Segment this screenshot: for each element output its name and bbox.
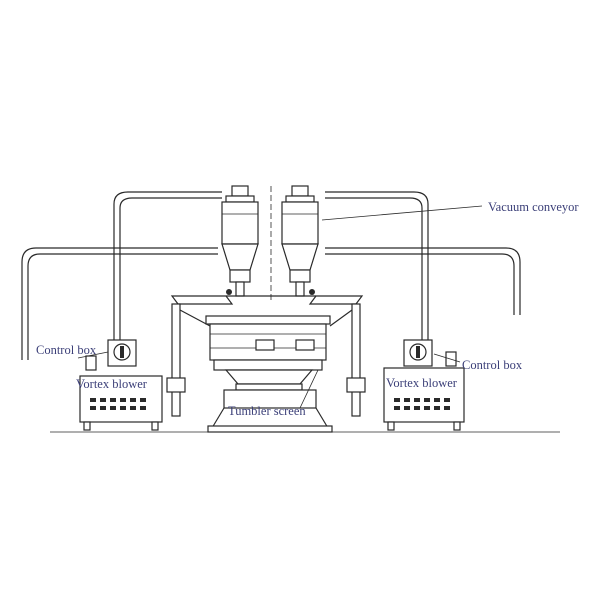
control-box-right (403, 339, 457, 367)
vacuum-conveyor-right (281, 185, 319, 297)
leader-control-box-left (77, 351, 109, 359)
leader-control-box-right (433, 353, 461, 363)
label-control-box-left: Control box (36, 343, 97, 357)
label-control-box-right: Control box (462, 358, 523, 372)
control-box-left (85, 339, 137, 371)
tumbler-screen (205, 315, 333, 433)
right-pipes (325, 191, 521, 345)
label-vortex-blower-left: Vortex blower (76, 377, 148, 391)
support-frame (166, 295, 366, 417)
leader-vacuum-conveyor (321, 205, 483, 221)
vortex-blower-right (383, 367, 465, 431)
vacuum-conveyor-left (221, 185, 259, 297)
label-vacuum-conveyor: Vacuum conveyor (488, 200, 579, 214)
leader-tumbler-screen (299, 369, 319, 409)
label-vortex-blower-right: Vortex blower (386, 376, 458, 390)
label-tumbler-screen: Tumbler screen (228, 404, 306, 418)
vortex-blower-left (79, 375, 163, 431)
left-pipes (21, 191, 222, 360)
